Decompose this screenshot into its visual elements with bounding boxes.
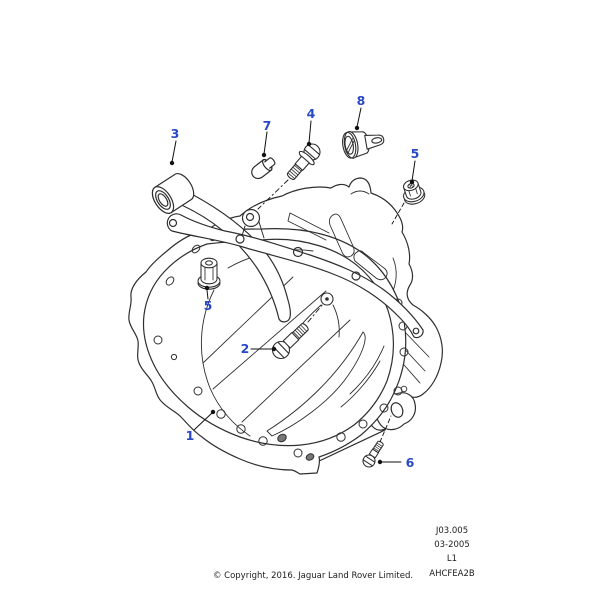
- part-bolt-6-drawing: [362, 440, 384, 468]
- callout-1[interactable]: 1: [185, 427, 195, 443]
- part-nut-5-lower-drawing: [197, 257, 221, 290]
- leader-lines: [169, 107, 416, 465]
- part-bolt-4-drawing: [286, 143, 321, 181]
- part-nut-5-upper-drawing: [403, 179, 426, 205]
- callout-5-lower[interactable]: 5: [203, 297, 213, 313]
- callout-2[interactable]: 2: [240, 340, 250, 356]
- part-bushing-drawing: [151, 173, 195, 214]
- drawing-reference-line: 03-2005: [434, 540, 470, 551]
- selector-lever-drawing: [166, 208, 424, 339]
- callout-5-upper[interactable]: 5: [410, 145, 420, 161]
- drawing-reference-block: J03.005 03-2005 L1 AHCFEA2B: [412, 524, 492, 581]
- callout-4[interactable]: 4: [306, 105, 316, 121]
- drawing-reference-line: J03.005: [435, 526, 469, 536]
- drawing-reference-line: L1: [446, 554, 458, 565]
- part-bolt-2-drawing: [271, 323, 309, 360]
- part-sensor-drawing: [342, 131, 385, 159]
- callout-7[interactable]: 7: [262, 117, 272, 133]
- part-plug-drawing: [251, 157, 276, 180]
- drawing-reference-line: AHCFEA2B: [429, 568, 475, 579]
- callout-3[interactable]: 3: [170, 125, 180, 141]
- callout-8[interactable]: 8: [356, 92, 366, 108]
- copyright-notice: © Copyright, 2016. Jaguar Land Rover Lim…: [212, 571, 414, 581]
- callout-6[interactable]: 6: [405, 454, 415, 470]
